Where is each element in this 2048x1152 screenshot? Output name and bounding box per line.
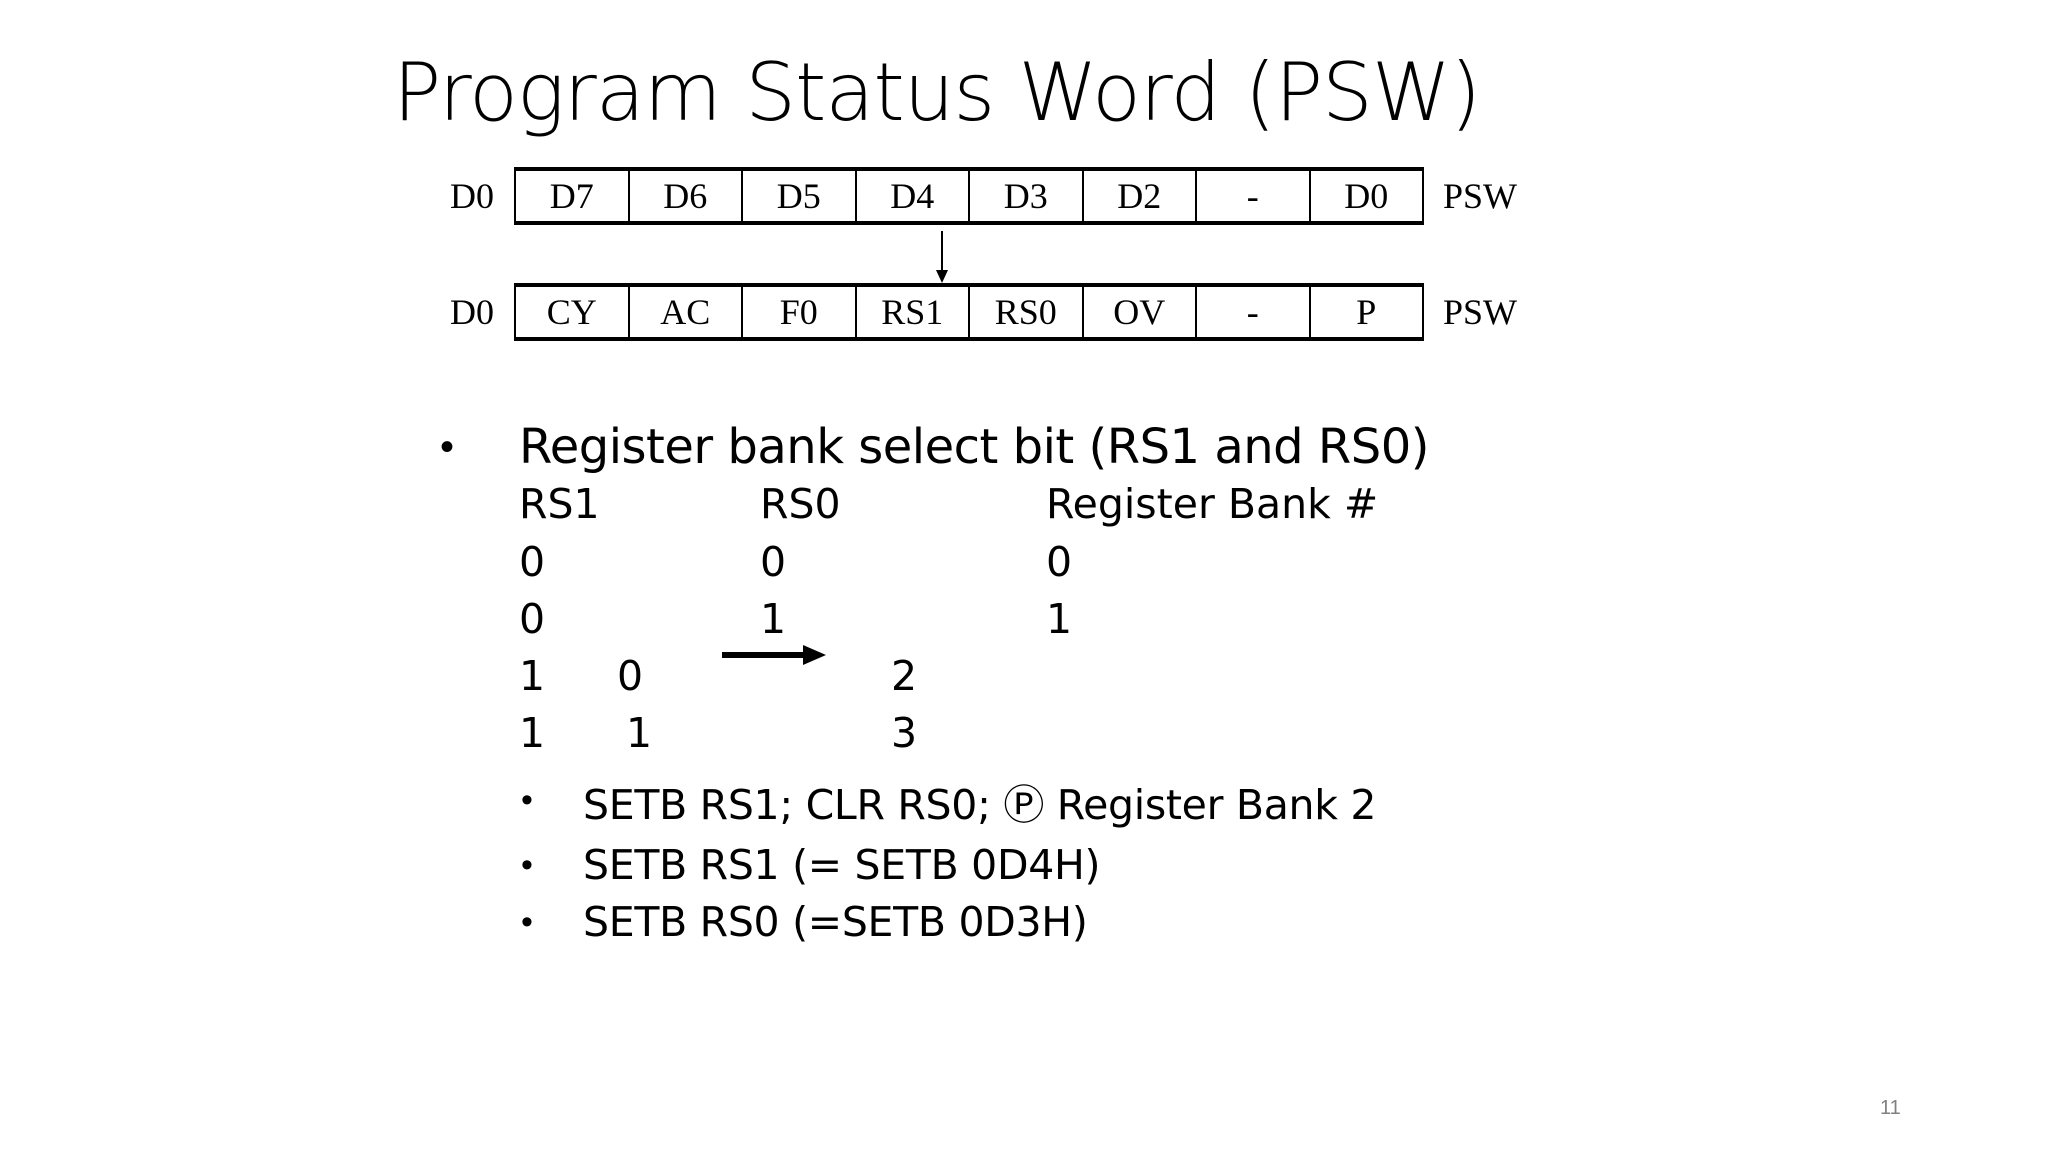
psw-bit-cell: D7 <box>516 171 630 221</box>
psw-bit-cells: D7 D6 D5 D4 D3 D2 - D0 <box>514 167 1424 225</box>
table-cell: 0 <box>1046 538 1073 586</box>
sub-bullet-marker: • <box>521 781 533 819</box>
sub-bullet-text: SETB RS0 (=SETB 0D3H) <box>583 898 1088 946</box>
table-cell: 0 <box>617 652 644 700</box>
psw-flag-cell: RS1 <box>857 287 970 337</box>
bullet-marker: • <box>440 425 455 469</box>
psw-flag-cell: OV <box>1084 287 1197 337</box>
sub-bullet-text: SETB RS1; CLR RS0; Ⓟ Register Bank 2 <box>583 781 1377 829</box>
sub-bullet-text: SETB RS1 (= SETB 0D4H) <box>583 841 1101 889</box>
psw-row-right-label: PSW <box>1443 176 1518 216</box>
psw-bit-cell: D6 <box>630 171 743 221</box>
psw-flag-cells: CY AC F0 RS1 RS0 OV - P <box>514 283 1424 341</box>
psw-flag-cell: CY <box>516 287 630 337</box>
table-cell: 1 <box>519 709 546 757</box>
slide-title: Program Status Word (PSW) <box>393 46 1481 139</box>
table-header-rs1: RS1 <box>519 480 600 528</box>
psw-flag-cell: AC <box>630 287 743 337</box>
table-cell: 0 <box>519 595 546 643</box>
table-cell: 0 <box>760 538 787 586</box>
psw-row-left-label: D0 <box>450 176 494 216</box>
psw-flag-cell: P <box>1311 287 1424 337</box>
psw-bit-cell: D2 <box>1084 171 1197 221</box>
psw-bit-cell: D3 <box>970 171 1084 221</box>
table-cell: 1 <box>626 709 653 757</box>
table-cell: 1 <box>1046 595 1073 643</box>
table-cell: 0 <box>519 538 546 586</box>
psw-bit-cell: D4 <box>857 171 970 221</box>
table-header-rs0: RS0 <box>760 480 841 528</box>
right-arrow-icon <box>722 645 826 665</box>
table-header-bank: Register Bank # <box>1046 480 1379 528</box>
main-bullet-text: Register bank select bit (RS1 and RS0) <box>519 419 1430 475</box>
psw-row-left-label: D0 <box>450 292 494 332</box>
psw-flag-cell: RS0 <box>970 287 1084 337</box>
psw-row-right-label: PSW <box>1443 292 1518 332</box>
sub-bullet-marker: • <box>521 846 533 884</box>
psw-flag-cell: F0 <box>743 287 857 337</box>
psw-bit-cell: D0 <box>1311 171 1424 221</box>
sub-bullet-marker: • <box>521 903 533 941</box>
psw-bit-cell: - <box>1197 171 1311 221</box>
psw-bit-cell: D5 <box>743 171 857 221</box>
table-cell: 1 <box>519 652 546 700</box>
table-cell: 3 <box>891 709 918 757</box>
down-arrow-icon <box>936 231 948 283</box>
psw-flag-cell: - <box>1197 287 1311 337</box>
table-cell: 1 <box>760 595 787 643</box>
table-cell: 2 <box>891 652 918 700</box>
page-number: 11 <box>1880 1097 1901 1119</box>
